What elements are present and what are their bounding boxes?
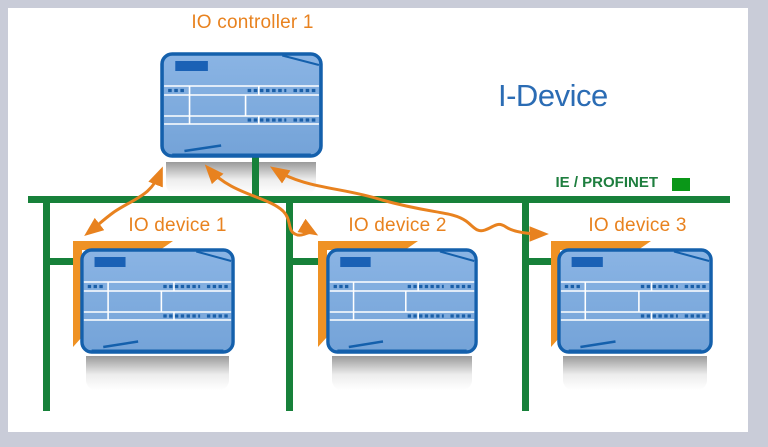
device3-drop-line — [522, 199, 529, 411]
plc-graphic — [160, 52, 323, 158]
device2-reflection — [332, 356, 472, 390]
io-device-1-label: IO device 1 — [128, 215, 227, 236]
diagram-title: I-Device — [498, 78, 608, 113]
device3-reflection — [563, 356, 707, 390]
plc-graphic — [80, 248, 235, 354]
controller-reflection — [166, 162, 316, 194]
device2-drop-line — [286, 199, 293, 411]
profinet-network-label: IE / PROFINET — [555, 174, 658, 191]
plc-io-device-3 — [557, 248, 713, 354]
profinet-bus-line — [28, 196, 730, 203]
plc-graphic — [557, 248, 713, 354]
io-controller-label: IO controller 1 — [191, 12, 314, 33]
plc-graphic — [326, 248, 478, 354]
device2-stub-line — [289, 258, 322, 265]
io-device-2-label: IO device 2 — [348, 215, 447, 236]
device1-stub-line — [46, 258, 79, 265]
device1-reflection — [86, 356, 229, 390]
controller-drop-line — [252, 154, 259, 198]
plc-io-controller — [160, 52, 323, 158]
device1-drop-line — [43, 199, 50, 411]
io-device-3-label: IO device 3 — [588, 215, 687, 236]
plc-io-device-1 — [80, 248, 235, 354]
device3-stub-line — [526, 258, 559, 265]
profinet-legend-swatch — [672, 178, 690, 191]
plc-io-device-2 — [326, 248, 478, 354]
